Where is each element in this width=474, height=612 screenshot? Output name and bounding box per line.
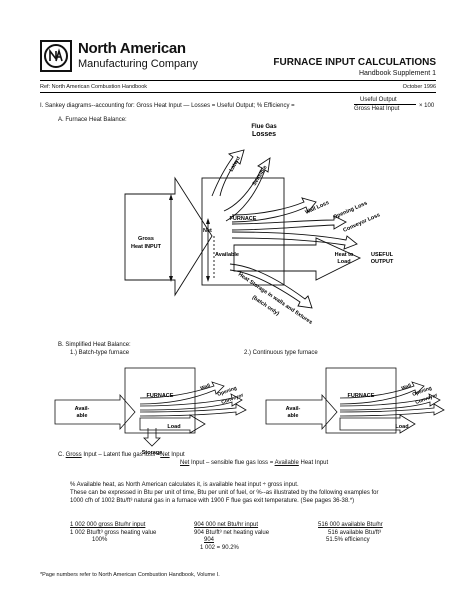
batch-able-label: able [76,413,87,419]
continuous-able-label: able [287,413,298,419]
wall-loss-arrow [231,197,317,223]
batch-load-label: Load [167,424,180,430]
brand-name: North American [78,40,186,57]
calc-net-input: 904 000 net Btu/hr input [194,522,259,528]
available-label: Available [215,252,239,258]
calc-available-input: 516 000 available Btu/hr [318,522,383,528]
section-c-line1: C. Gross Input – Latent flue gas loss =N… [58,452,185,458]
batch-conveyor-arrow [139,403,247,417]
batch-storage-label: Storage [142,450,162,456]
paragraph-line2: These can be expressed in Btu per unit o… [70,490,379,496]
calc-gross: 1 002 000 gross Btu/hr input 1 002 Btu/f… [70,522,156,545]
continuous-input-arrow [265,393,338,431]
continuous-furnace-label: 2.) Continuous type furnace [244,350,318,356]
continuous-furnace-text: FURNACE [348,393,375,399]
fraction-bar [354,104,416,105]
calc-gross-pct: 100% [92,537,108,543]
subheader-rule [40,92,436,93]
footnote: *Page numbers refer to North American Co… [40,572,220,578]
continuous-wall-label: Wall [401,383,413,392]
continuous-furnace-box [325,367,397,434]
load-label: Load [337,259,350,265]
page-title: FURNACE INPUT CALCULATIONS [273,57,436,68]
times-hundred: × 100 [419,103,435,109]
useful-output-arrow [233,237,362,281]
conveyor-loss-arrow [231,231,358,250]
calc-gross-value: 1 002 Btu/ft³ gross heating value [70,529,157,536]
batch-storage-arrow [143,428,161,447]
reference: Ref: North American Combustion Handbook [40,84,147,90]
net-label: Net [203,228,212,234]
subsection-a: A. Furnace Heat Balance: [58,117,127,123]
logo-mark-icon [44,44,68,68]
header-rule [40,80,436,81]
batch-wall-arrow [139,381,225,405]
batch-input-arrow [54,393,136,431]
calc-available: 516 000 available Btu/hr 516 available B… [318,522,383,545]
storage-arrow [229,263,313,309]
gross-label: Gross [138,236,154,242]
calc-net-value: 904 Btu/ft³ net heating value [194,529,270,536]
latent-arrow [211,149,245,197]
paragraph-line1: % Available heat, as North American calc… [70,482,299,488]
furnace-box [201,177,285,286]
useful-label: USEFUL [371,252,394,258]
heat-to-label: Heat to [335,252,354,258]
calc-gross-input: 1 002 000 gross Btu/hr input [70,522,146,528]
heat-input-label: Heat INPUT [131,244,162,250]
losses-label: Losses [252,131,276,138]
batch-furnace-text: FURNACE [147,393,174,399]
output-label: OUTPUT [371,259,394,265]
efficiency-numerator: Useful Output [360,97,397,103]
continuous-wall-arrow [339,381,425,405]
continuous-avail-label: Avail- [286,406,301,412]
gross-input-arrow [124,176,213,297]
date: October 1996 [402,84,436,90]
batch-furnace-box [124,367,196,434]
paragraph-line3: 1000 cfh of 1002 Btu/ft³ natural gas in … [70,498,355,504]
section-c-line2: Net Input – sensible flue gas loss = Ava… [180,460,329,466]
calc-net-numerator: 904 [204,537,215,543]
batch-avail-label: Avail- [75,406,90,412]
continuous-conveyor-arrow [339,403,445,417]
continuous-load-label: Load [395,424,408,430]
calc-efficiency: 51.5% efficiency [326,537,370,543]
opening-loss-arrow [231,215,347,231]
efficiency-denominator: Gross Heat Input [354,106,400,112]
company-logo [40,40,72,72]
subsection-b: B. Simplified Heat Balance: [58,342,131,348]
flue-gas-label: Flue Gas [251,124,277,130]
sensible-arrow [223,157,271,222]
section1-text: I. Sankey diagrams--accounting for: Gros… [40,103,295,109]
continuous-opening-arrow [339,393,441,411]
calc-net: 904 000 net Btu/hr input 904 Btu/ft³ net… [194,522,269,552]
batch-opening-arrow [139,393,243,411]
continuous-load-arrow [339,414,416,434]
page-subtitle: Handbook Supplement 1 [358,70,436,77]
brand-subname: Manufacturing Company [78,58,198,70]
batch-wall-label: Wall [200,383,212,392]
calc-net-result: 1 002 = 90.2% [200,544,239,551]
calc-available-value: 516 available Btu/ft³ [328,529,382,536]
batch-furnace-label: 1.) Batch-type furnace [70,350,130,356]
furnace-label: FURNACE [230,216,257,222]
